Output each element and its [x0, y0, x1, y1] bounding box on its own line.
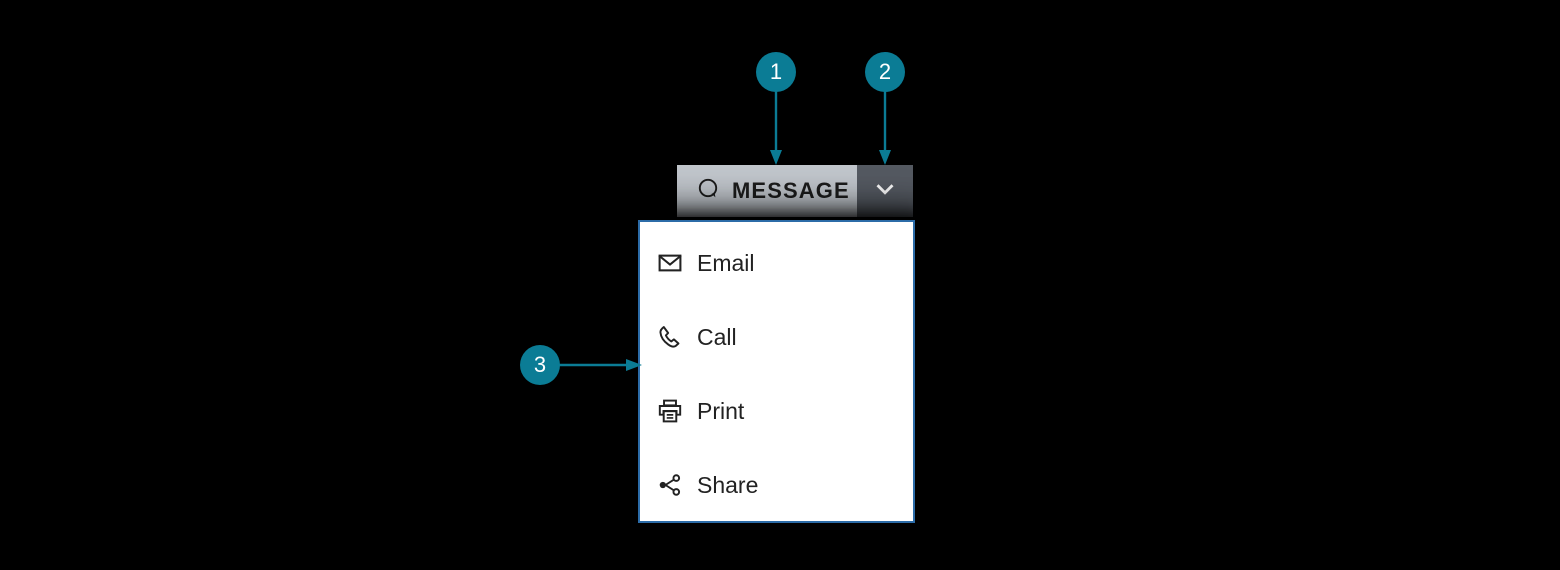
caret-button[interactable] [857, 165, 913, 217]
callout-badge-number: 1 [769, 59, 783, 84]
message-button[interactable]: MESSAGE [677, 165, 857, 217]
menu-item-label: Print [697, 397, 745, 424]
share-nodes-icon [657, 472, 683, 498]
chevron-down-icon [872, 176, 898, 207]
menu-item-call[interactable]: Call [640, 300, 913, 374]
message-button-label: MESSAGE [732, 178, 850, 203]
callout-badge-1: 1 [756, 52, 796, 92]
callout-3-arrow [556, 359, 642, 371]
callout-badge-3: 3 [520, 345, 560, 385]
callout-badge-number: 2 [878, 59, 892, 84]
message-split-button: MESSAGE [677, 165, 913, 217]
menu-item-label: Call [697, 323, 737, 350]
menu-item-print[interactable]: Print [640, 374, 913, 448]
printer-icon [657, 398, 683, 424]
callout-1-arrow [770, 90, 782, 165]
message-bubble-icon [697, 177, 721, 206]
menu-item-label: Share [697, 471, 759, 498]
menu-item-email[interactable]: Email [640, 226, 913, 300]
dropdown-panel: Email Call [638, 220, 915, 523]
dropdown-menu: Email Call [640, 222, 913, 521]
callout-badge-2: 2 [865, 52, 905, 92]
menu-item-label: Email [697, 249, 755, 276]
menu-item-share[interactable]: Share [640, 448, 913, 521]
envelope-icon [657, 250, 683, 276]
phone-icon [657, 324, 683, 350]
callout-2-arrow [879, 90, 891, 165]
callout-badge-number: 3 [533, 352, 547, 377]
